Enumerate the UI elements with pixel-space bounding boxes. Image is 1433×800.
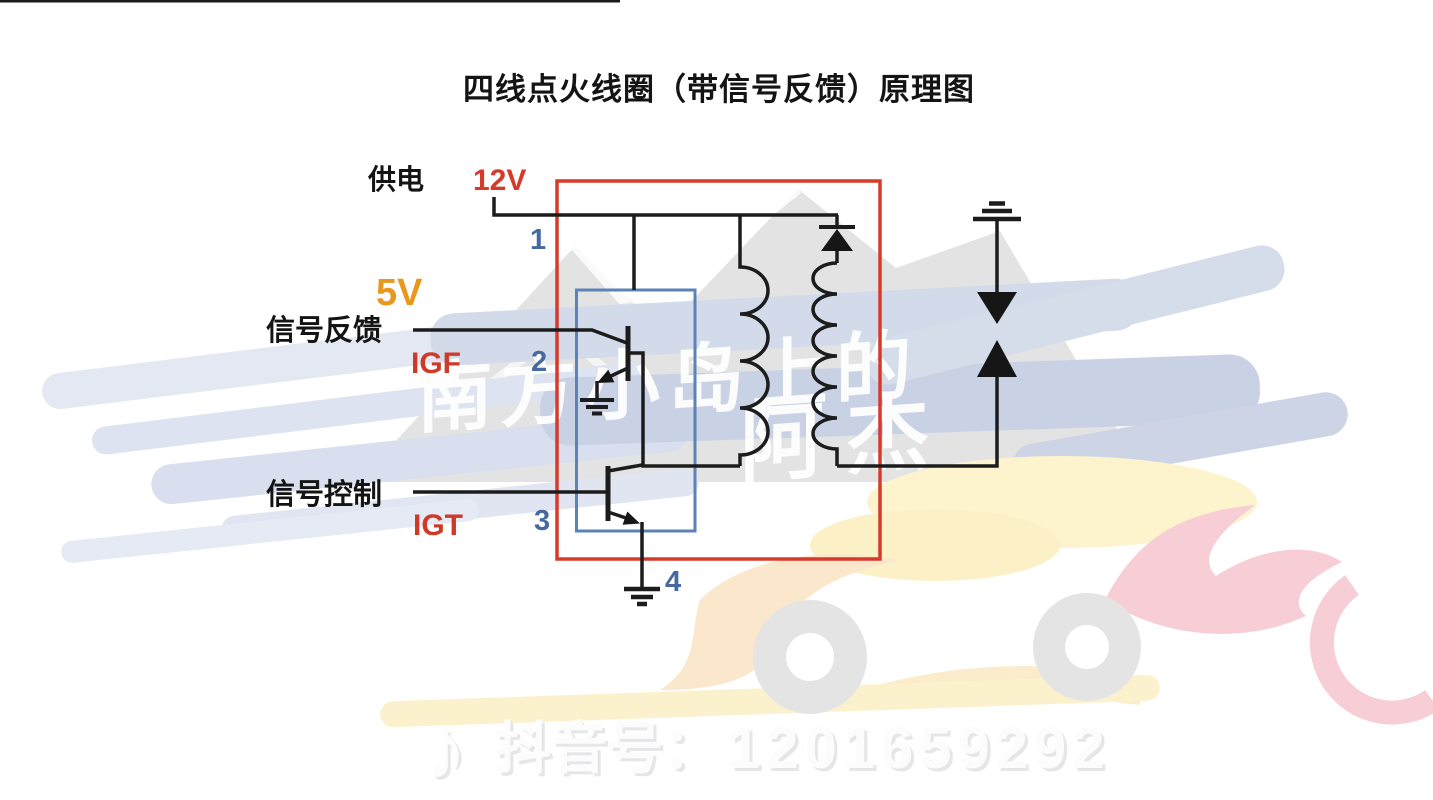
car-watermark — [380, 456, 1433, 728]
diode-triangle — [821, 229, 853, 251]
lower-emitter-arrow — [622, 511, 640, 525]
primary-winding — [738, 215, 770, 466]
pin4-ground-symbol — [624, 586, 660, 607]
mountain-ridge-highlight — [571, 185, 802, 328]
pin-1-number: 1 — [530, 224, 546, 256]
upper-ground-symbol — [580, 398, 614, 416]
secondary-winding — [811, 261, 839, 466]
control-label: 信号控制 — [266, 478, 382, 511]
supply-label: 供电 — [367, 164, 424, 195]
pin-3-number: 3 — [534, 505, 550, 537]
lower-emitter-wire — [607, 510, 627, 520]
supply-rail-wire — [492, 197, 838, 217]
spark-gap-upper-electrode — [977, 292, 1017, 324]
douyin-note-icon-shadow: ♪ — [427, 704, 470, 800]
top-edge-strip — [0, 0, 620, 3]
feedback-signal-name: IGF — [411, 347, 461, 380]
account-prefix: 抖音号： — [495, 717, 719, 780]
control-signal-name: IGT — [413, 509, 463, 542]
brush-strokes — [42, 245, 1348, 563]
account-watermark: ♪ ♪ 抖音号： 抖音号： 1201659292 1201659292 — [424, 701, 1114, 800]
upper-collector-wire — [628, 351, 740, 468]
account-id: 1201659292 — [728, 716, 1111, 781]
coil-module-boundary-box — [555, 179, 882, 561]
spark-plug-ground-symbol — [973, 201, 1021, 222]
account-id-shadow: 1201659292 — [731, 719, 1114, 784]
wiring — [413, 197, 1021, 607]
supply-voltage-label: 12V — [473, 164, 526, 197]
spark-gap-lower-electrode — [977, 340, 1017, 377]
filled-symbols — [597, 229, 1017, 525]
feedback-base-wire — [413, 328, 628, 345]
feedback-label: 信号反馈 — [266, 314, 382, 347]
flame-watermark — [1105, 505, 1342, 634]
douyin-note-icon: ♪ — [424, 701, 467, 797]
igniter-boundary-box — [575, 288, 697, 533]
page-title: 四线点火线圈（带信号反馈）原理图 — [463, 72, 975, 107]
pin-4-number: 4 — [665, 566, 681, 598]
feedback-voltage-label: 5V — [376, 272, 423, 314]
pin-2-number: 2 — [531, 346, 547, 378]
high-tension-wire — [837, 377, 999, 468]
upper-emitter-wire — [610, 366, 629, 378]
account-prefix-shadow: 抖音号： — [498, 720, 722, 783]
lower-collector-wire — [607, 463, 643, 473]
upper-emitter-arrow — [597, 369, 615, 383]
